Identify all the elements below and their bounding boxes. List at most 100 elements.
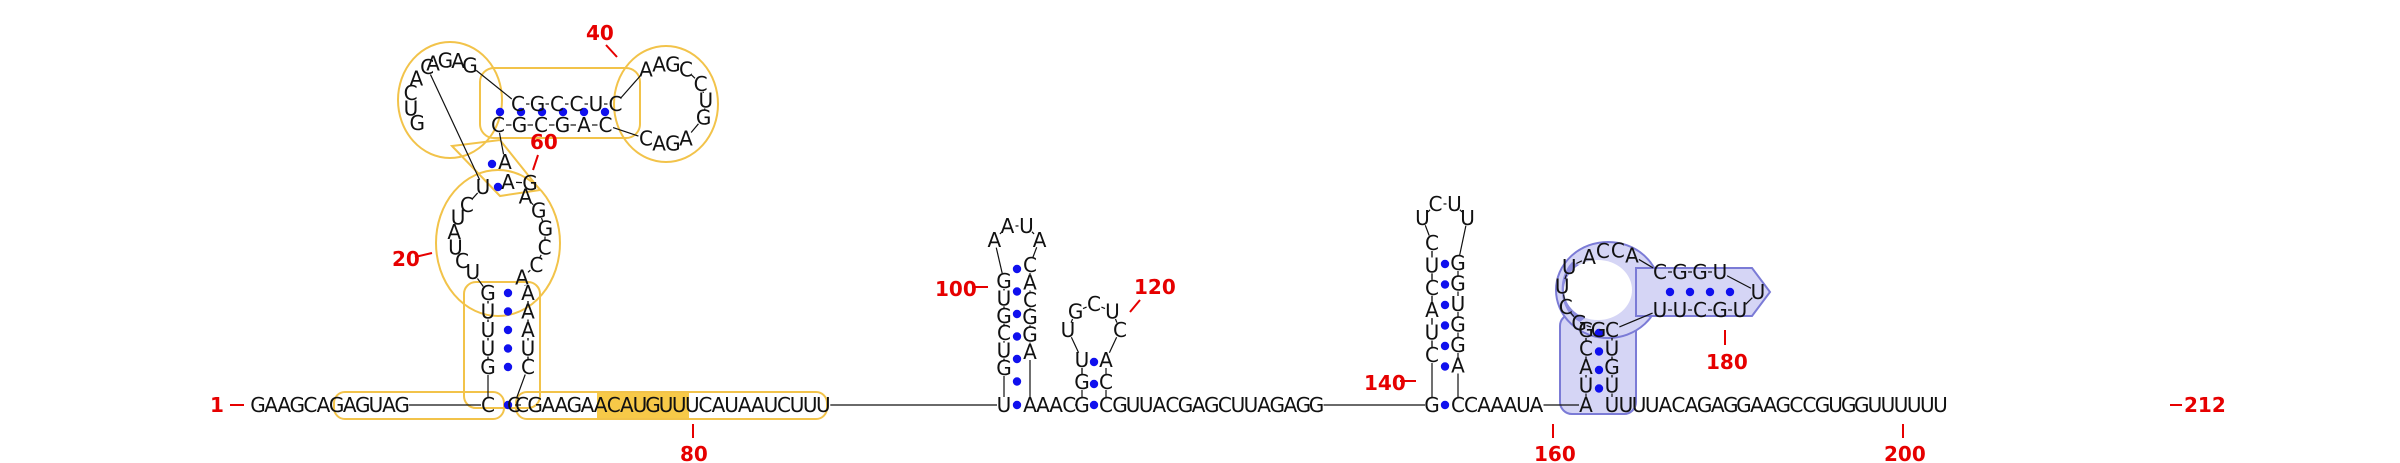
backbone-segment bbox=[1082, 306, 1087, 310]
nt-il-left-6: C bbox=[460, 193, 474, 217]
backbone-segment bbox=[516, 374, 526, 398]
backbone-segment bbox=[1032, 247, 1038, 258]
nt-h2-loop-5: C bbox=[1113, 318, 1127, 342]
nt-blue-tip: U bbox=[1751, 280, 1766, 304]
nt-h3-left-4: A bbox=[1425, 298, 1439, 322]
nt-stem-bottom-5: A bbox=[577, 113, 591, 137]
backbone-segment bbox=[1570, 312, 1575, 318]
nt-il-right-6: A bbox=[515, 266, 529, 290]
nt-linker3-3: U bbox=[1139, 393, 1154, 417]
nt-h1-right-1: C bbox=[1023, 253, 1037, 277]
pair-dot-ys bbox=[503, 344, 513, 353]
backbone-segment bbox=[471, 192, 479, 200]
nt-h1-left-5: U bbox=[997, 339, 1012, 363]
nt-linker2-2: A bbox=[1049, 393, 1063, 417]
nt-stem-bottom-6: C bbox=[599, 113, 613, 137]
nt-blue-baseR: U bbox=[1605, 393, 1620, 417]
pair-dot-top bbox=[537, 107, 547, 117]
nt-linker3-8: G bbox=[1204, 393, 1220, 417]
nt-linker4-6: A bbox=[1530, 393, 1544, 417]
nt-linker4-4: A bbox=[1503, 393, 1517, 417]
pair-dot-h1 bbox=[1012, 354, 1022, 364]
pair-dot-h1 bbox=[1012, 264, 1022, 274]
nt-h3-right-1: G bbox=[1450, 251, 1466, 275]
nt-yellow3-12: U bbox=[659, 393, 674, 417]
nt-yellow5-5: G bbox=[355, 393, 371, 417]
nt-blue-armT-2: G bbox=[1672, 260, 1688, 284]
nt-blue-left-4: U bbox=[1579, 374, 1594, 398]
nt-yellow3-1: C bbox=[515, 393, 529, 417]
nt-yellow3-5: G bbox=[567, 393, 583, 417]
pair-dot-ys bbox=[503, 362, 513, 372]
nt-linker1-4: A bbox=[751, 393, 765, 417]
yellow-left-arm-loop bbox=[397, 41, 503, 159]
tick-20 bbox=[414, 252, 433, 258]
nt-tail-13: G bbox=[1775, 393, 1791, 417]
backbone-segment bbox=[1586, 324, 1592, 328]
num-100: 100 bbox=[935, 277, 977, 301]
nt-blue-right-3: G bbox=[1604, 355, 1620, 379]
nt-tail-15: C bbox=[1802, 393, 1816, 417]
backbone-segment bbox=[995, 247, 1003, 274]
blue-loop-inner bbox=[1564, 260, 1632, 320]
pair-dot-top bbox=[495, 107, 505, 117]
nt-tail-21: U bbox=[1881, 393, 1896, 417]
nt-ys-baseL: C bbox=[481, 393, 495, 417]
nt-h1-left-4: C bbox=[997, 321, 1011, 345]
nt-armR-top-3: G bbox=[665, 53, 681, 77]
backbone-segment bbox=[1070, 336, 1080, 354]
nt-linker4-2: A bbox=[1477, 393, 1491, 417]
backbone-segment bbox=[1619, 312, 1653, 328]
nt-arm-top-4: G bbox=[462, 53, 478, 77]
nt-h3-baseR: C bbox=[1451, 393, 1465, 417]
nt-linker1-2: U bbox=[724, 393, 739, 417]
num-180: 180 bbox=[1706, 350, 1748, 374]
nt-linker1-7: U bbox=[790, 393, 805, 417]
nt-yellow5-7: A bbox=[382, 393, 396, 417]
nt-h2-left-1: U bbox=[1075, 348, 1090, 372]
nt-yellow3-6: A bbox=[581, 393, 595, 417]
nt-blue-armB-5: U bbox=[1653, 298, 1668, 322]
nt-ys-right-4: U bbox=[521, 337, 536, 361]
nt-h1-left-2: U bbox=[997, 286, 1012, 310]
backbone-segment bbox=[530, 202, 534, 206]
nt-stem-bottom-3: C bbox=[534, 113, 548, 137]
nt-tail-24: U bbox=[1920, 393, 1935, 417]
pair-dot-h3 bbox=[1440, 321, 1450, 330]
nt-blue-loopT-2: C bbox=[1596, 239, 1610, 263]
nt-linker4-5: U bbox=[1516, 393, 1531, 417]
pair-dot-h3 bbox=[1440, 300, 1450, 310]
nt-tail-5: C bbox=[1671, 393, 1685, 417]
nt-blue-baseL: A bbox=[1579, 393, 1593, 417]
pair-dot-h3 bbox=[1440, 341, 1450, 351]
nt-tail-20: U bbox=[1868, 393, 1883, 417]
nt-h3-baseL: G bbox=[1424, 393, 1440, 417]
tick-120 bbox=[1129, 299, 1141, 313]
nt-linker3-13: G bbox=[1269, 393, 1285, 417]
nt-blue-loopT-1: A bbox=[1582, 245, 1596, 269]
backbone-segment bbox=[1424, 225, 1430, 236]
backbone-segment bbox=[498, 132, 505, 155]
pair-dot-top bbox=[579, 107, 589, 117]
yellow-top-stem bbox=[479, 67, 641, 139]
num-200: 200 bbox=[1884, 442, 1926, 463]
nt-h3-left-2: U bbox=[1425, 253, 1440, 277]
nt-blue-loopL-3: C bbox=[1559, 295, 1573, 319]
nt-tail-4: A bbox=[1658, 393, 1672, 417]
nt-leader-4: G bbox=[290, 393, 306, 417]
nt-ys-left-3: U bbox=[481, 318, 496, 342]
nt-h3-left-1: C bbox=[1425, 231, 1439, 255]
nt-linker1-1: A bbox=[712, 393, 726, 417]
nt-il-left-5: U bbox=[451, 205, 466, 229]
nt-stem-top-2: G bbox=[530, 92, 546, 116]
pair-dot-blue bbox=[1685, 287, 1695, 297]
pair-dot-top bbox=[600, 107, 610, 117]
nt-h1-right-3: C bbox=[1023, 288, 1037, 312]
num-80: 80 bbox=[680, 442, 708, 463]
nt-linker4-1: C bbox=[1464, 393, 1478, 417]
nt-ys-right-2: A bbox=[521, 300, 535, 324]
nt-h1-baseL: U bbox=[997, 393, 1012, 417]
nt-blue-armB-4: U bbox=[1673, 298, 1688, 322]
nt-stem-top-6: C bbox=[609, 92, 623, 116]
